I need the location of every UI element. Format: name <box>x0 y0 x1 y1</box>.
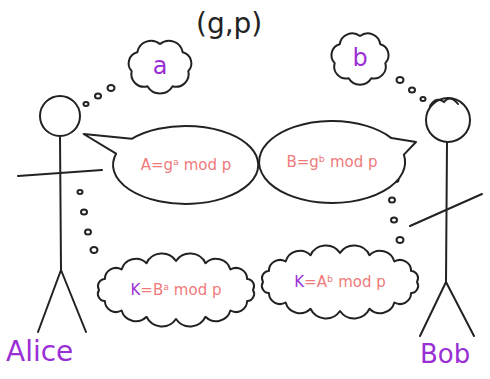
thought-cloud-path <box>98 254 254 327</box>
thought-dot <box>84 102 89 106</box>
thought-dot <box>91 247 98 253</box>
alice-leg <box>61 270 86 332</box>
thought-dot <box>108 85 115 91</box>
speech-bubble-path <box>84 126 259 204</box>
person-name: Bob <box>420 340 470 370</box>
thought-cloud: b <box>327 29 393 87</box>
bob-leg <box>446 282 474 336</box>
thought-cloud-path <box>262 246 418 319</box>
node-text-group: B=gᵇ mod p <box>286 153 377 171</box>
bob-leg <box>420 282 446 336</box>
bob-hair <box>430 98 458 106</box>
thought-dot <box>78 190 83 194</box>
bob-body <box>446 142 447 282</box>
alice-head <box>40 96 80 136</box>
thought-dot <box>397 77 404 83</box>
node-text: b <box>352 44 367 73</box>
node-text: B=gᵇ mod p <box>286 153 377 171</box>
person-name: Alice <box>6 336 73 368</box>
thought-cloud: K=Bᵃ mod p <box>92 254 260 326</box>
thought-dot <box>85 230 91 235</box>
bob-arms <box>410 194 482 226</box>
node-text-group: A=gᵃ mod p <box>141 156 232 174</box>
thought-dot <box>389 198 395 203</box>
thought-dot <box>421 97 426 101</box>
bob-head <box>426 98 470 142</box>
alice-leg <box>38 270 61 332</box>
thought-cloud: a <box>124 37 196 95</box>
thought-dot <box>81 210 87 215</box>
alice-body <box>60 136 61 270</box>
speech-bubble-path <box>259 121 416 203</box>
node-text-group: K=Bᵃ mod p <box>131 281 222 299</box>
alice-arms <box>18 170 102 176</box>
thought-dot <box>95 94 101 99</box>
node-text-group: b <box>352 44 367 73</box>
node-text: a <box>153 52 168 81</box>
thought-cloud-path <box>129 41 192 94</box>
speech-bubble: B=gᵇ mod p <box>257 119 407 205</box>
public-parameters: (g,p) <box>196 8 262 40</box>
node-text: A=gᵃ mod p <box>141 156 232 174</box>
speech-bubble: A=gᵃ mod p <box>111 124 260 206</box>
node-text-group: K=Aᵇ mod p <box>294 273 385 291</box>
node-text: K=Bᵃ mod p <box>131 281 222 299</box>
thought-cloud-path <box>331 33 388 84</box>
node-text-group: a <box>153 52 168 81</box>
thought-dot <box>391 218 397 223</box>
thought-cloud: K=Aᵇ mod p <box>256 246 424 318</box>
thought-dot <box>409 88 415 93</box>
node-text: K=Aᵇ mod p <box>294 273 385 291</box>
thought-dot <box>397 237 404 243</box>
